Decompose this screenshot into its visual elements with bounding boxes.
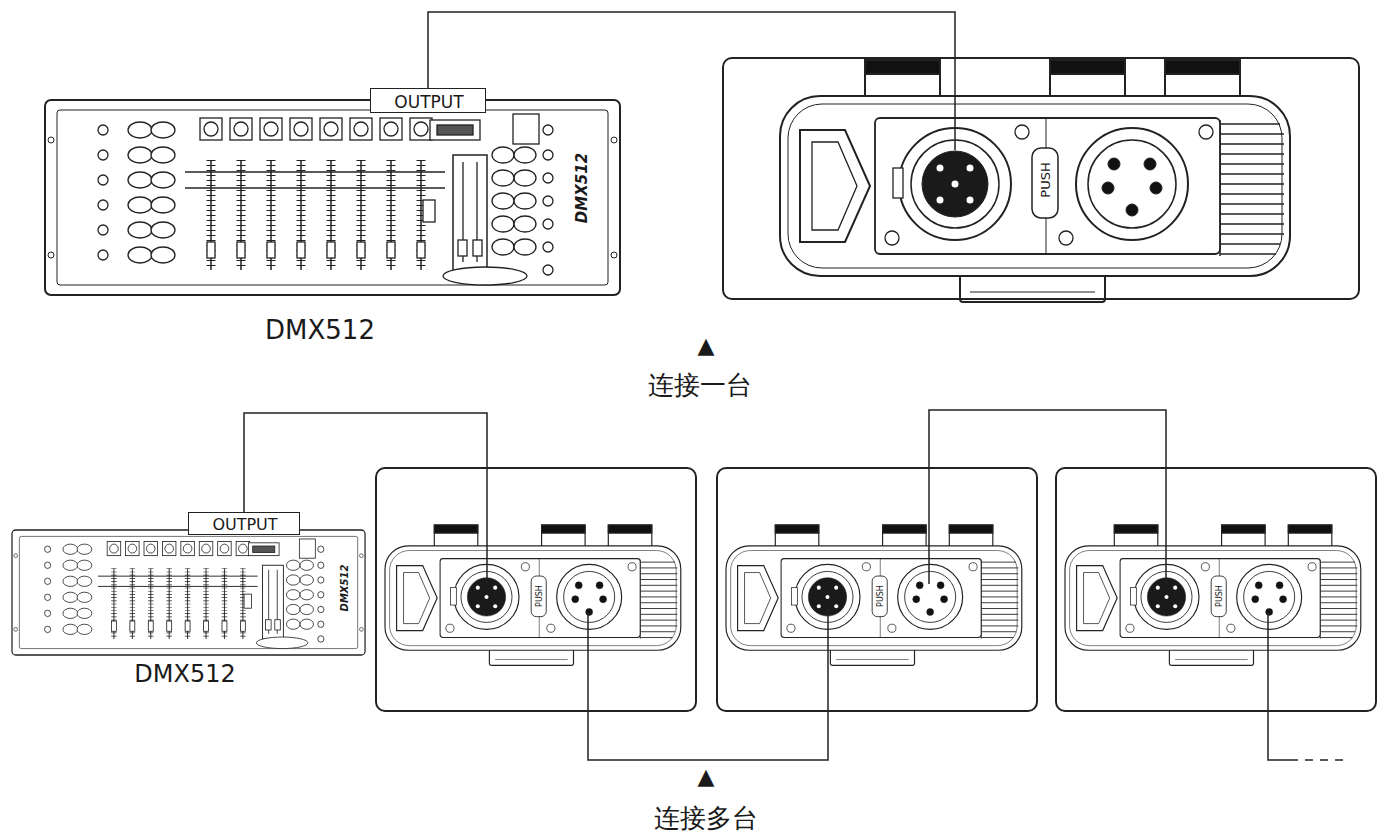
panel-label: DMX512 bbox=[575, 153, 590, 223]
light-fixture bbox=[780, 60, 1290, 302]
device-caption: DMX512 bbox=[265, 317, 375, 343]
light-fixture bbox=[385, 525, 681, 665]
pointer-triangle: ▲ bbox=[698, 335, 715, 357]
figure-caption: 连接多台 bbox=[654, 805, 758, 831]
output-port-label: OUTPUT bbox=[370, 88, 486, 113]
push-release: PUSH bbox=[536, 585, 544, 607]
push-release: PUSH bbox=[1216, 585, 1224, 607]
push-release: PUSH bbox=[1039, 162, 1052, 197]
light-fixture: PUSH bbox=[375, 467, 697, 712]
dmx-cable bbox=[428, 12, 955, 88]
port-name: OUTPUT bbox=[212, 517, 277, 533]
port-name: OUTPUT bbox=[394, 93, 463, 110]
push-release: PUSH bbox=[877, 585, 885, 607]
panel-label: DMX512 bbox=[340, 565, 350, 612]
light-fixture: PUSH bbox=[722, 57, 1360, 300]
wire-stubs bbox=[487, 57, 1345, 760]
light-fixture: PUSH bbox=[716, 467, 1038, 712]
dmx-controller bbox=[12, 530, 365, 655]
light-fixture: PUSH bbox=[1055, 467, 1377, 712]
device-caption: DMX512 bbox=[134, 662, 235, 686]
dmx-cable bbox=[588, 712, 828, 760]
output-port-label: OUTPUT bbox=[188, 512, 300, 535]
dmx-controller: DMX512DMX512OUTPUT bbox=[12, 530, 365, 655]
light-fixture bbox=[1065, 525, 1361, 665]
light-fixture bbox=[726, 525, 1022, 665]
dmx-controller: DMX512DMX512OUTPUT bbox=[45, 100, 620, 295]
figure-caption: 连接一台 bbox=[648, 372, 752, 398]
pointer-triangle: ▲ bbox=[698, 766, 715, 788]
dmx-cable bbox=[244, 413, 487, 512]
dmx-cable bbox=[929, 410, 1166, 467]
dmx-controller bbox=[45, 100, 620, 295]
